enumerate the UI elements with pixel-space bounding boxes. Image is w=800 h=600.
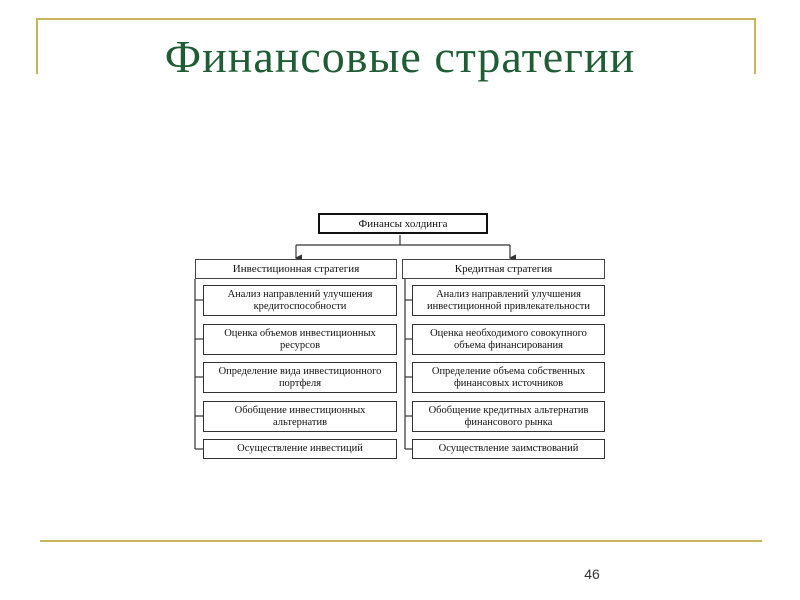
connector-lines [194, 235, 516, 450]
investment-step-3: Определение вида инвестиционного портфел… [203, 362, 397, 393]
investment-step-4: Обобщение инвестиционных альтернатив [203, 401, 397, 432]
frame-left-rule [36, 18, 38, 74]
frame-right-rule [754, 18, 756, 74]
frame-bottom-rule [40, 540, 762, 542]
credit-step-5: Осуществление заимствований [412, 439, 605, 459]
frame-top-rule [36, 18, 756, 20]
root-node: Финансы холдинга [318, 213, 488, 234]
page-number: 46 [584, 566, 600, 582]
credit-step-2: Оценка необходимого совокупного объема ф… [412, 324, 605, 355]
investment-step-5: Осуществление инвестиций [203, 439, 397, 459]
credit-step-4: Обобщение кредитных альтернатив финансов… [412, 401, 605, 432]
branch-header-investment: Инвестиционная стратегия [195, 259, 397, 279]
credit-step-1: Анализ направлений улучшения инвестицион… [412, 285, 605, 316]
credit-step-3: Определение объема собственных финансовы… [412, 362, 605, 393]
investment-step-1: Анализ направлений улучшения кредитоспос… [203, 285, 397, 316]
branch-header-credit: Кредитная стратегия [402, 259, 605, 279]
slide-title: Финансовые стратегии [164, 31, 636, 82]
strategy-diagram: Финансы холдинга Инвестиционная стратеги… [190, 205, 610, 465]
investment-step-2: Оценка объемов инвестиционных ресурсов [203, 324, 397, 355]
